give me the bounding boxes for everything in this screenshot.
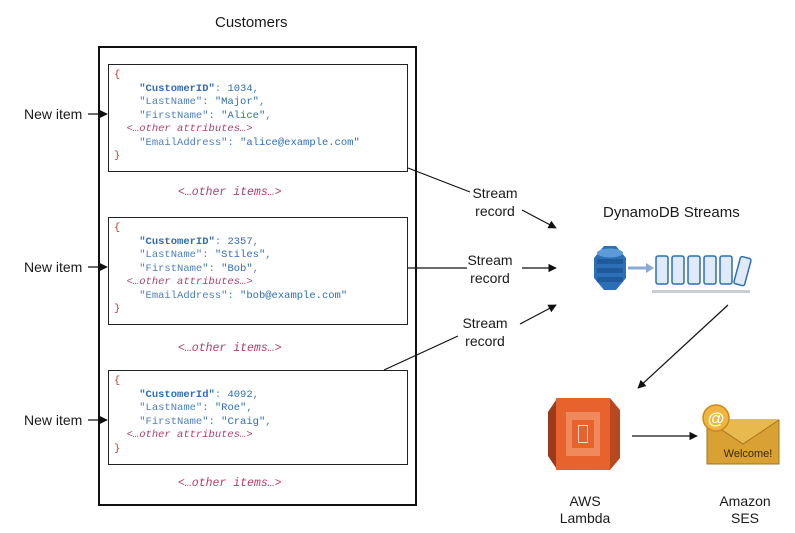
item-card-1: { "CustomerID": 1034, "LastName": "Major… (108, 64, 408, 172)
amazon-ses-envelope-icon: @ Welcome! (702, 404, 780, 465)
aws-lambda-icon (548, 398, 620, 470)
new-item-label-1: New item (24, 106, 83, 122)
other-items-label-3: <…other items…> (178, 477, 282, 490)
customers-table (98, 46, 417, 506)
item-card-2: { "CustomerID": 2357, "LastName": "Stile… (108, 217, 408, 325)
new-item-label-2: New item (24, 259, 83, 275)
svg-text:@: @ (708, 409, 725, 428)
other-items-label-2: <…other items…> (178, 342, 282, 355)
dynamodb-streams-icon (594, 246, 752, 293)
table-title: Customers (215, 14, 288, 31)
stream-line-3 (383, 335, 459, 371)
item-card-3: { "CustomerId": 4092, "LastName": "Roe",… (108, 370, 408, 465)
svg-text:Welcome!: Welcome! (724, 448, 773, 460)
new-item-label-3: New item (24, 412, 83, 428)
other-items-label-1: <…other items…> (178, 186, 282, 199)
stream-arrow-3 (519, 304, 557, 325)
streams-to-lambda-arrow (637, 304, 729, 389)
streams-title: DynamoDB Streams (603, 204, 740, 221)
stream-arrow-1 (521, 209, 557, 229)
stream-line-1 (407, 167, 471, 193)
